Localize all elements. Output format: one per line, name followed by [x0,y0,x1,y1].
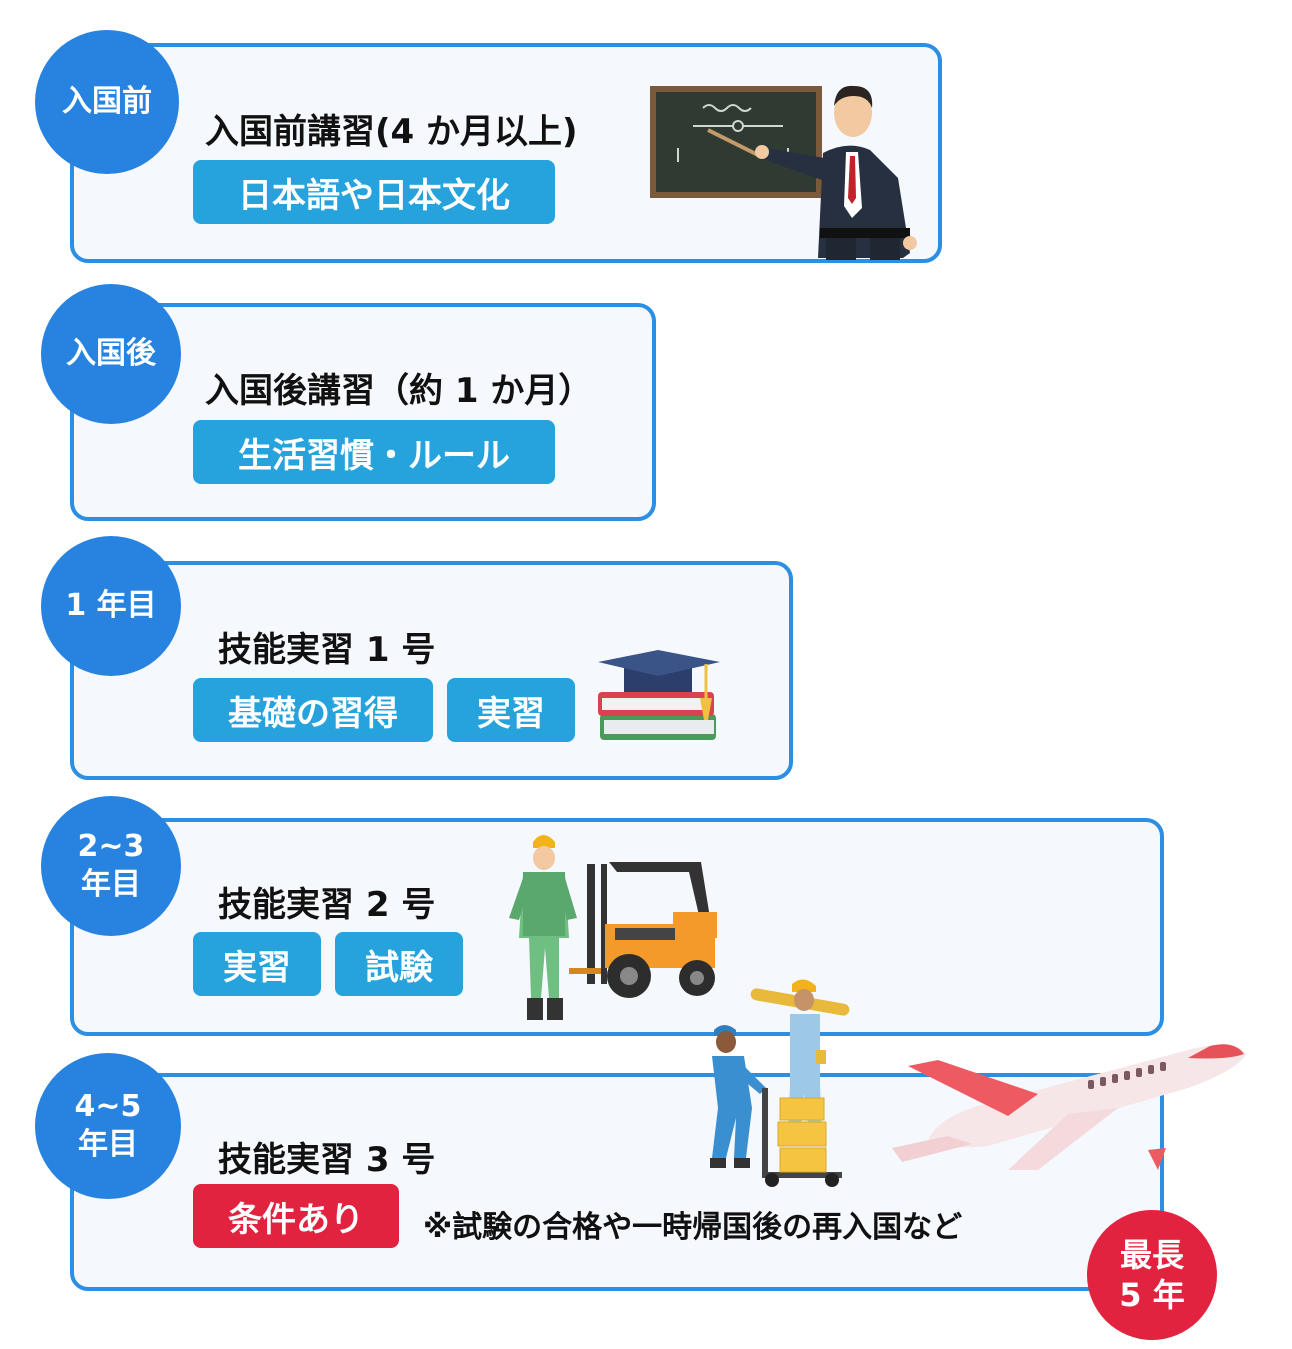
stage-badge-text: 2~3 [77,829,145,864]
forklift-worker-icon [509,835,717,1020]
stage-badge-text: 4~5 [74,1089,142,1124]
stage-tag-japanese-culture: 日本語や日本文化 [193,160,555,224]
stage-badge-text: 年目 [81,867,141,902]
stage-badge-text: 1 年目 [65,588,157,623]
stage-badge-year2-3: 2~3 年目 [41,796,181,936]
stage-badge-pre-entry: 入国前 [35,30,179,174]
airplane-icon [892,1044,1246,1170]
max-duration-text: 5 年 [1119,1276,1185,1314]
books-graduation-cap-icon [598,650,720,740]
stage-title-pre-entry: 入国前講習(4 か月以上) [205,112,578,152]
max-duration-text: 最長 [1119,1236,1184,1274]
stage-badge-post-entry: 入国後 [41,284,181,424]
stage-badge-year1: 1 年目 [41,536,181,676]
stage-badge-text: 入国後 [66,336,156,371]
stage-badge-text: 入国前 [62,84,152,119]
stage-note-conditions: ※試験の合格や一時帰国後の再入国など [423,1210,963,1245]
stage-tag-conditional: 条件あり [193,1184,399,1248]
stage-tag-practice: 実習 [193,932,321,996]
stage-tag-practice: 実習 [447,678,575,742]
stage-badge-text: 年目 [78,1127,138,1162]
teacher-blackboard-icon [650,85,917,260]
max-duration-badge: 最長 5 年 [1087,1210,1217,1340]
workers-cart-icon [710,979,850,1187]
stage-title-year4-5: 技能実習 3 号 [218,1140,436,1180]
stage-title-post-entry: 入国後講習（約 1 か月） [205,371,593,411]
stage-badge-year4-5: 4~5 年目 [35,1053,181,1199]
stage-title-year2-3: 技能実習 2 号 [218,885,436,925]
stage-tag-basic-skills: 基礎の習得 [193,678,433,742]
stage-tag-exam: 試験 [335,932,463,996]
stage-tag-lifestyle-rules: 生活習慣・ルール [193,420,555,484]
stage-title-year1: 技能実習 1 号 [218,630,436,670]
